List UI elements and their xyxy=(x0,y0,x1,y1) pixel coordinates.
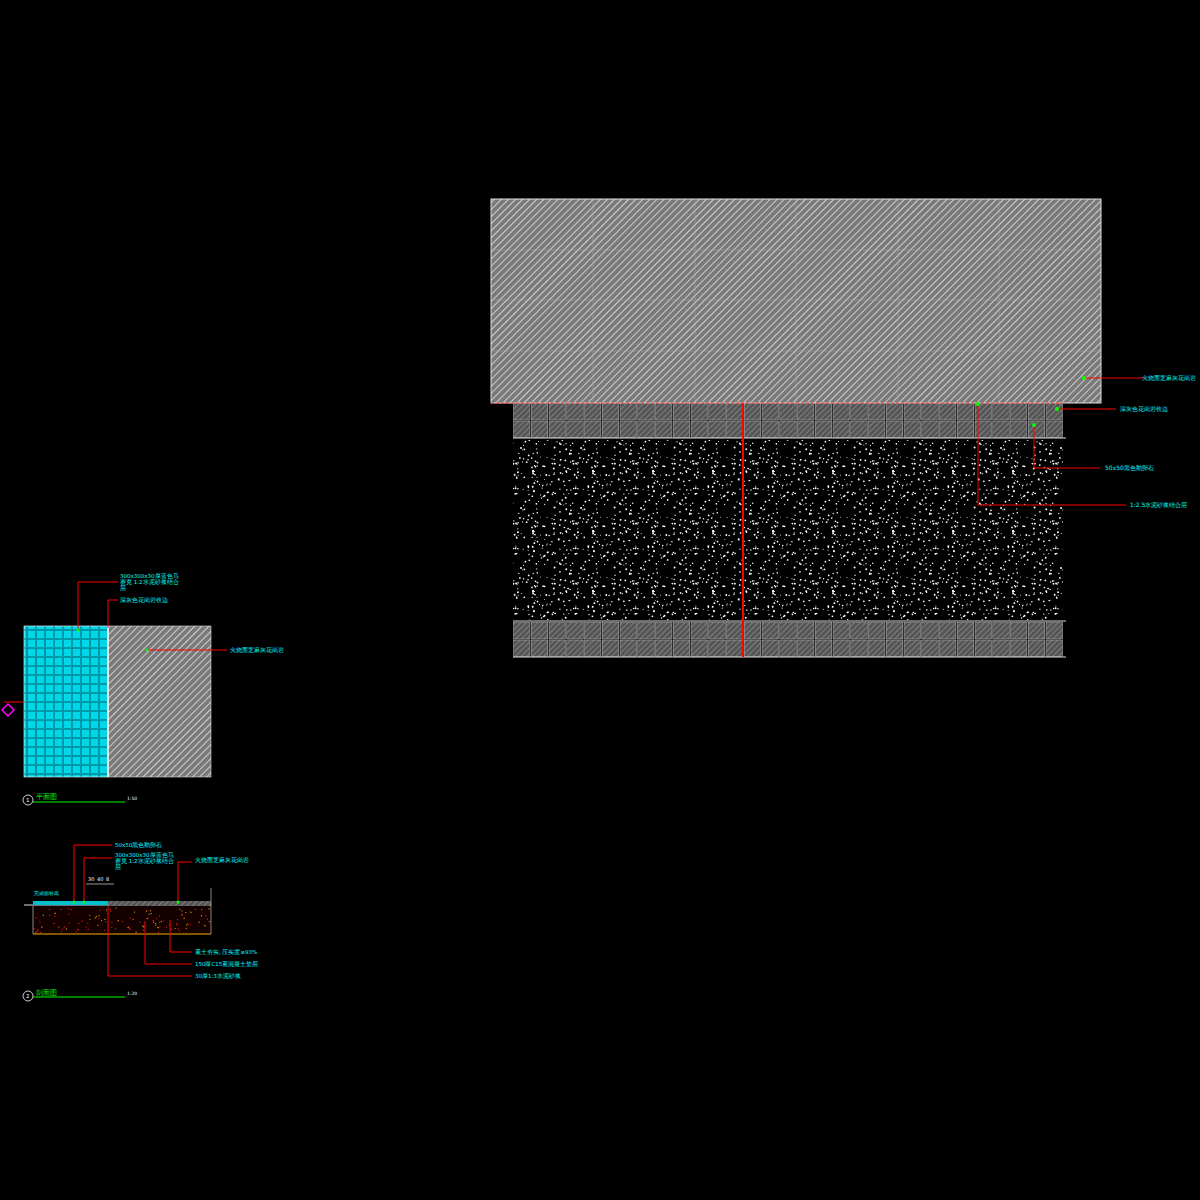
callout-text: 1:2.5水泥砂浆结合层 xyxy=(1130,502,1187,509)
callout-text: 300x300x30厚蓝色马赛克 1:2水泥砂浆结合层 xyxy=(115,852,177,871)
callout-text: 8 xyxy=(106,877,109,883)
callout-text: 火烧面芝麻灰花岗岩 xyxy=(230,647,284,653)
callout-text: 平面图 xyxy=(36,793,57,801)
callout-text: 1:20 xyxy=(127,991,137,996)
callout-text: 火烧面芝麻灰花岗岩 xyxy=(195,857,249,863)
callout-text: 30厚1:3水泥砂浆 xyxy=(195,973,241,979)
callout-text: 深灰色花岗岩收边 xyxy=(120,597,168,603)
callout-text: 素土夯实, 压实度≥93% xyxy=(195,949,257,955)
callout-text: 30 xyxy=(88,877,94,883)
callout-text: 50x50黑色鹅卵石 xyxy=(1105,465,1154,472)
callout-text: 300x300x30厚蓝色马赛克 1:2水泥砂浆结合层 xyxy=(120,573,182,592)
callout-text: 50x50黑色鹅卵石 xyxy=(115,842,162,848)
callout-text: 深灰色花岗岩收边 xyxy=(1120,406,1168,413)
callout-text: 火烧面芝麻灰花岗岩 xyxy=(1142,375,1196,382)
callout-text: 150厚C15素混凝土垫层 xyxy=(195,961,258,967)
callout-text: 1:50 xyxy=(127,796,137,801)
callout-text: 2 xyxy=(26,993,30,999)
callout-text: 40 xyxy=(97,877,103,883)
callout-text: 1 xyxy=(26,797,30,803)
callout-text: 剖面图 xyxy=(36,989,57,997)
callout-text: 完成面标高 xyxy=(34,891,59,896)
